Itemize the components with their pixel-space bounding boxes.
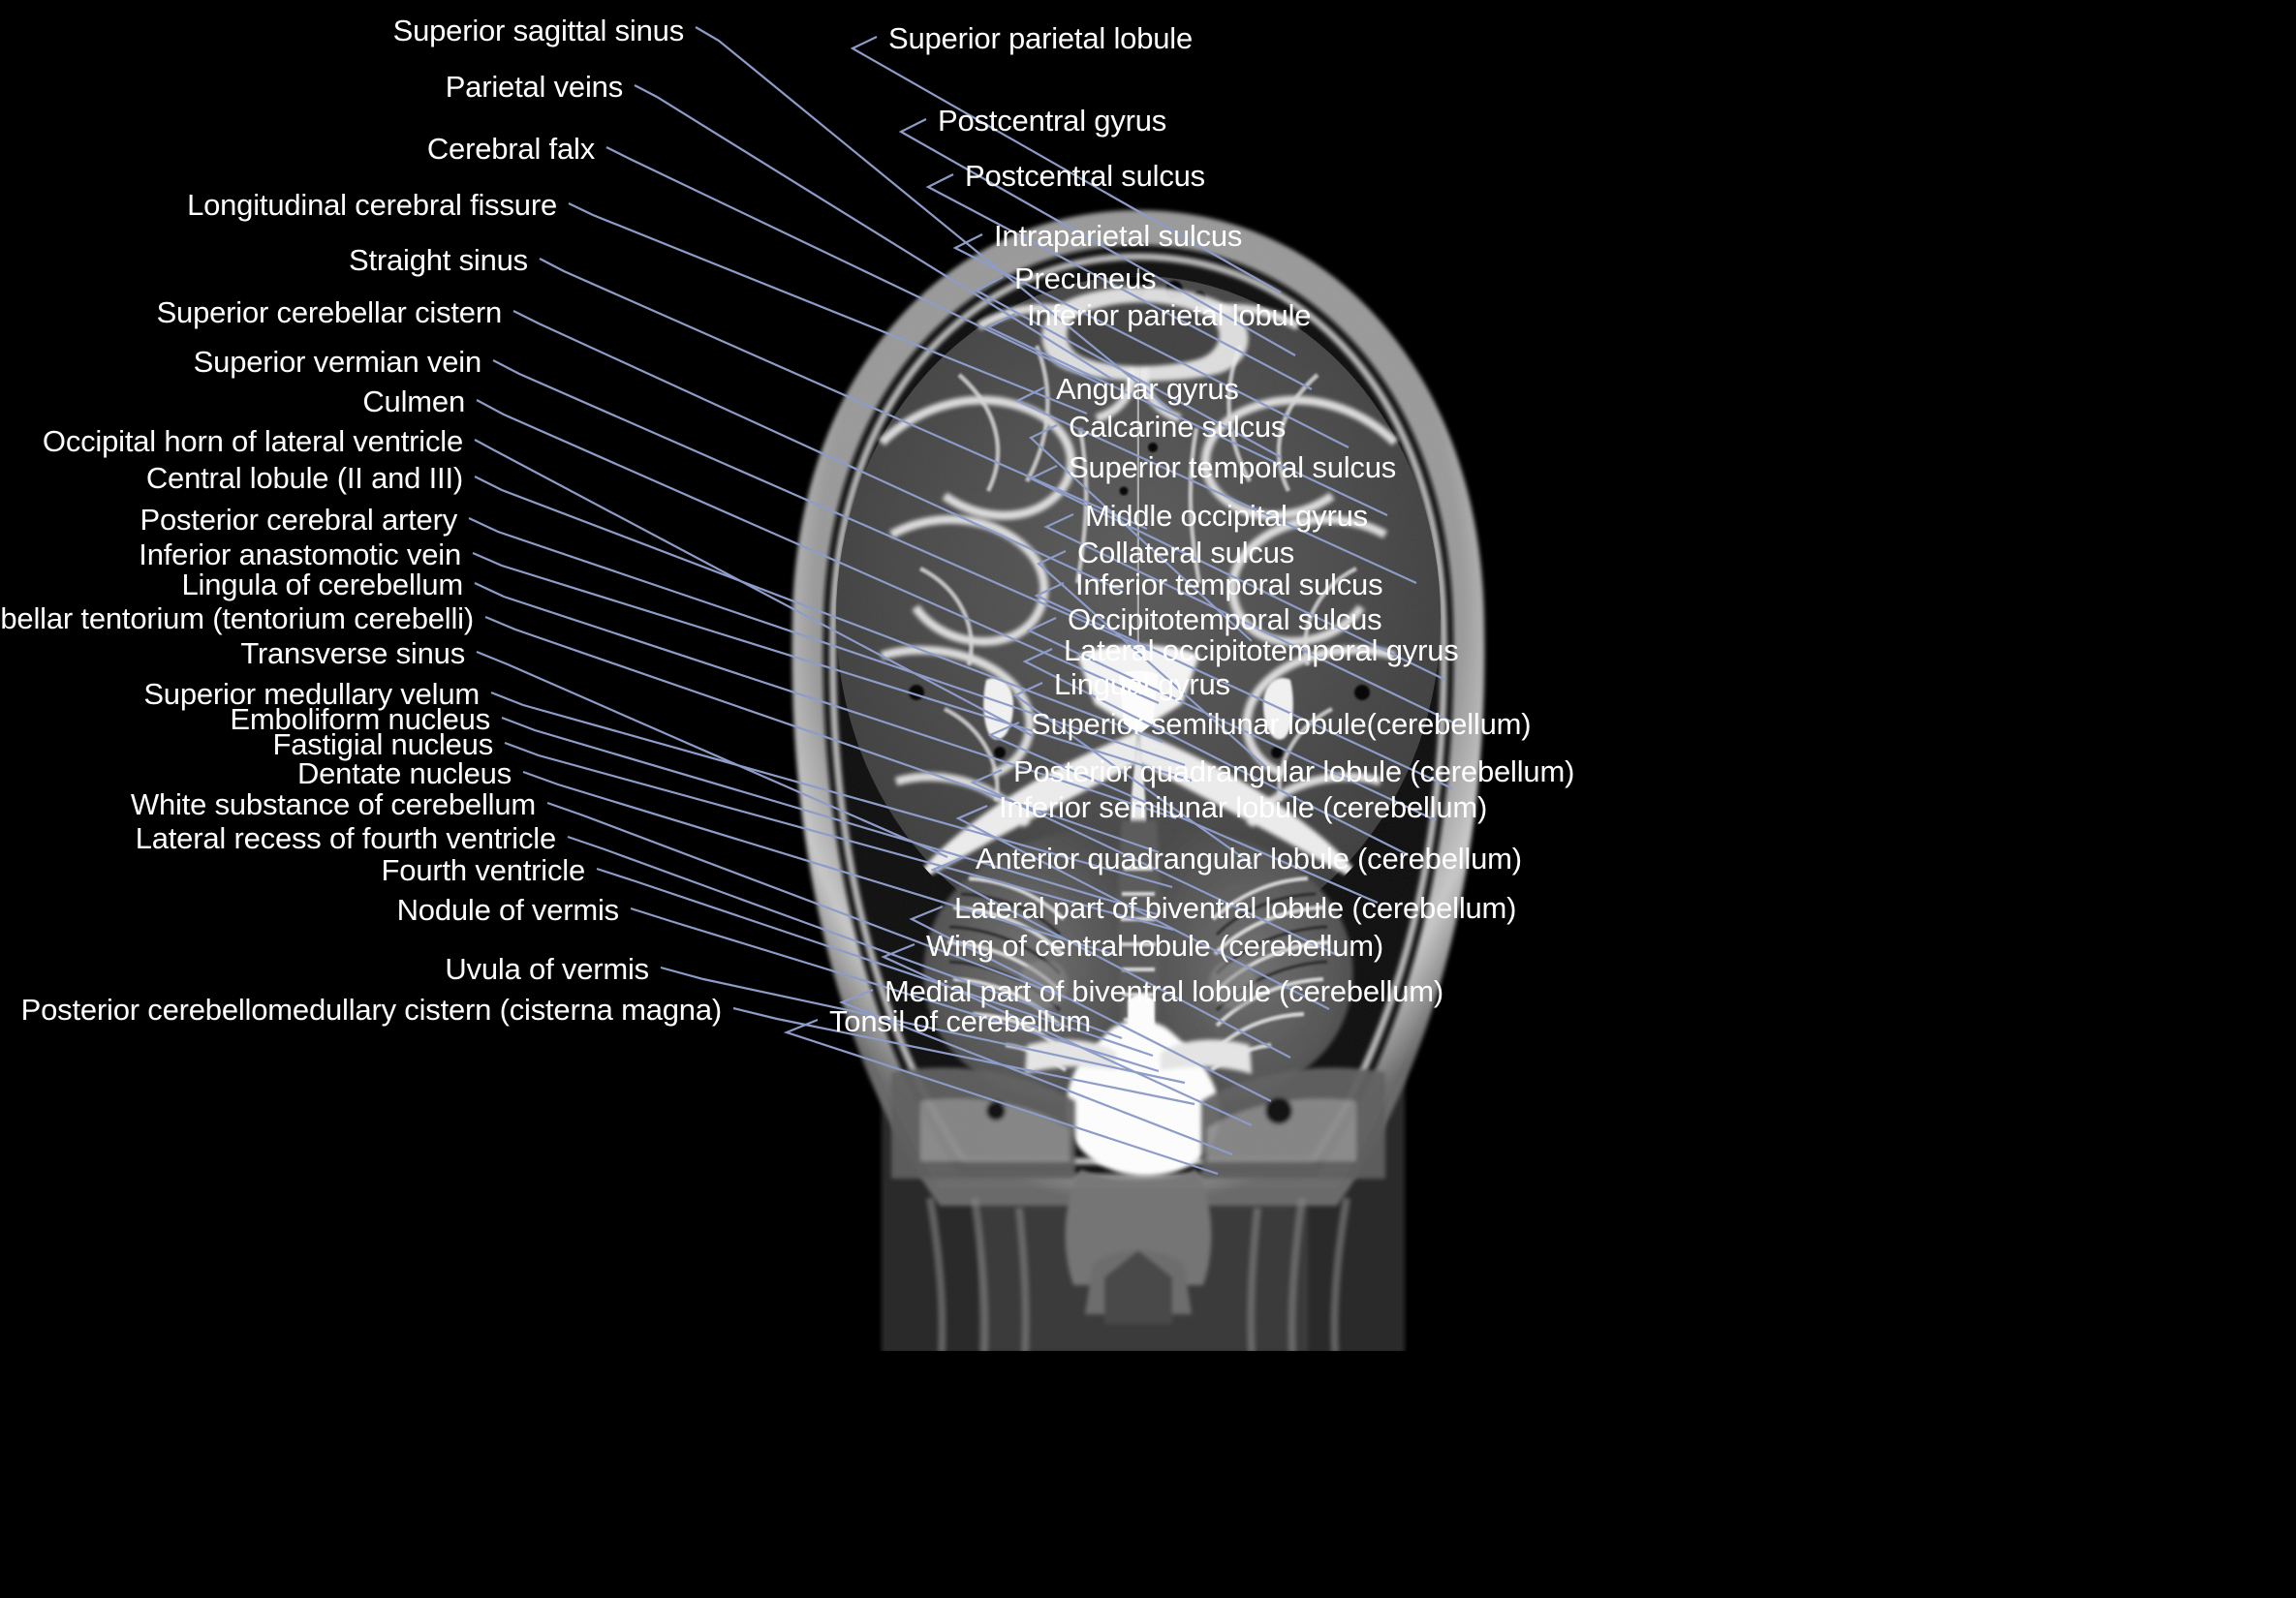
anatomy-label-precuneus: Precuneus xyxy=(1014,261,1157,295)
anatomy-label-medial-part-of-biventral-lobule-cerebellum: Medial part of biventral lobule (cerebel… xyxy=(884,974,1444,1008)
anatomy-label-intraparietal-sulcus: Intraparietal sulcus xyxy=(994,219,1243,253)
anatomy-label-transverse-sinus: Transverse sinus xyxy=(240,636,465,670)
anatomy-label-central-lobule-ii-and-iii: Central lobule (II and III) xyxy=(145,461,463,495)
anatomy-label-tonsil-of-cerebellum: Tonsil of cerebellum xyxy=(829,1004,1091,1038)
anatomy-label-superior-cerebellar-cistern: Superior cerebellar cistern xyxy=(156,295,503,329)
anatomy-label-superior-semilunar-lobulecerebellum: Superior semilunar lobule(cerebellum) xyxy=(1031,707,1532,741)
anatomy-label-cerebral-falx: Cerebral falx xyxy=(426,132,595,166)
anatomy-label-posterior-cerebral-artery: Posterior cerebral artery xyxy=(140,503,457,537)
anatomy-label-calcarine-sulcus: Calcarine sulcus xyxy=(1069,410,1287,444)
anatomy-label-emboliform-nucleus: Emboliform nucleus xyxy=(230,702,490,736)
anatomy-label-superior-medullary-velum: Superior medullary velum xyxy=(143,677,480,711)
anatomy-label-occipitotemporal-sulcus: Occipitotemporal sulcus xyxy=(1068,602,1382,636)
anatomy-label-lateral-recess-of-fourth-ventricle: Lateral recess of fourth ventricle xyxy=(135,821,557,855)
anatomy-label-postcentral-sulcus: Postcentral sulcus xyxy=(965,159,1205,193)
anatomy-label-culmen: Culmen xyxy=(362,384,465,418)
anatomy-label-parietal-veins: Parietal veins xyxy=(445,70,623,104)
anatomy-label-longitudinal-cerebral-fissure: Longitudinal cerebral fissure xyxy=(187,188,557,222)
anatomy-label-superior-parietal-lobule: Superior parietal lobule xyxy=(888,21,1194,55)
anatomy-label-middle-occipital-gyrus: Middle occipital gyrus xyxy=(1085,499,1368,533)
anatomy-label-inferior-semilunar-lobule-cerebellum: Inferior semilunar lobule (cerebellum) xyxy=(999,790,1488,824)
anatomy-label-uvula-of-vermis: Uvula of vermis xyxy=(445,952,649,986)
anatomy-label-white-substance-of-cerebellum: White substance of cerebellum xyxy=(130,787,536,821)
anatomy-label-lateral-part-of-biventral-lobule-cerebellum: Lateral part of biventral lobule (cerebe… xyxy=(954,891,1517,925)
anatomy-label-anterior-quadrangular-lobule-cerebellum: Anterior quadrangular lobule (cerebellum… xyxy=(976,842,1522,876)
anatomy-label-inferior-anastomotic-vein: Inferior anastomotic vein xyxy=(139,538,461,571)
anatomy-label-fourth-ventricle: Fourth ventricle xyxy=(381,853,586,887)
anatomy-label-straight-sinus: Straight sinus xyxy=(348,243,528,277)
anatomy-label-collateral-sulcus: Collateral sulcus xyxy=(1077,536,1295,569)
anatomy-label-dentate-nucleus: Dentate nucleus xyxy=(296,756,512,790)
anatomy-label-superior-vermian-vein: Superior vermian vein xyxy=(193,345,482,379)
anatomy-label-occipital-horn-of-lateral-ventricle: Occipital horn of lateral ventricle xyxy=(42,424,463,458)
anatomy-label-lingula-of-cerebellum: Lingula of cerebellum xyxy=(181,568,464,601)
anatomy-label-fastigial-nucleus: Fastigial nucleus xyxy=(272,727,494,761)
anatomy-label-superior-sagittal-sinus: Superior sagittal sinus xyxy=(392,14,685,47)
anatomy-label-wing-of-central-lobule-cerebellum: Wing of central lobule (cerebellum) xyxy=(926,929,1383,963)
anatomy-label-lateral-occipitotemporal-gyrus: Lateral occipitotemporal gyrus xyxy=(1064,633,1459,667)
anatomy-label-lingual-gyrus: Lingual gyrus xyxy=(1054,667,1230,701)
anatomy-label-posterior-cerebellomedullary-cistern-cisterna-magna: Posterior cerebellomedullary cistern (ci… xyxy=(20,993,723,1027)
anatomy-label-posterior-quadrangular-lobule-cerebellum: Posterior quadrangular lobule (cerebellu… xyxy=(1013,754,1575,788)
anatomy-label-superior-temporal-sulcus: Superior temporal sulcus xyxy=(1069,450,1397,484)
anatomy-label-cerebellar-tentorium-tentorium-cerebelli: Cerebellar tentorium (tentorium cerebell… xyxy=(0,601,474,635)
anatomy-label-nodule-of-vermis: Nodule of vermis xyxy=(396,893,620,927)
anatomy-label-angular-gyrus: Angular gyrus xyxy=(1056,372,1239,406)
anatomy-label-postcentral-gyrus: Postcentral gyrus xyxy=(938,104,1167,138)
anatomy-label-inferior-temporal-sulcus: Inferior temporal sulcus xyxy=(1075,568,1383,601)
anatomy-label-inferior-parietal-lobule: Inferior parietal lobule xyxy=(1027,298,1312,332)
